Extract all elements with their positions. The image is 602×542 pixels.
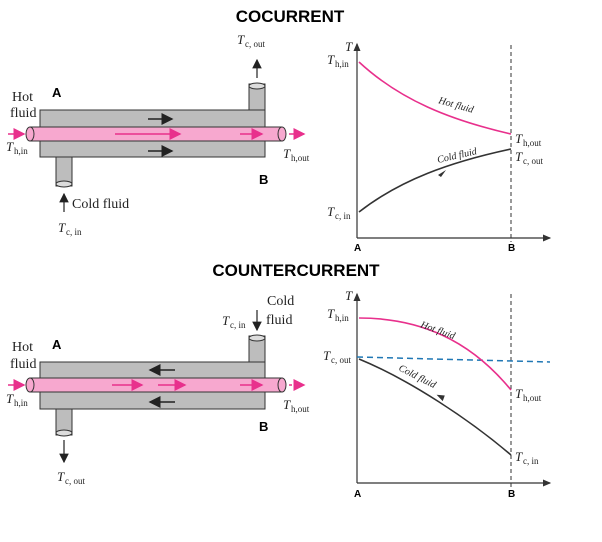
- svg-text:T: T: [58, 220, 66, 235]
- svg-text:T: T: [515, 149, 523, 164]
- svg-text:c, out: c, out: [65, 476, 85, 486]
- cocurrent-fluid-label: fluid: [10, 106, 36, 121]
- svg-text:T: T: [515, 131, 523, 146]
- cocurrent-x-b: B: [508, 243, 515, 254]
- svg-text:c, in: c, in: [230, 320, 246, 330]
- cocurrent-th-in-label: T h,in: [6, 139, 28, 156]
- countercurrent-graph-tc-in: T c, in: [515, 449, 539, 466]
- cocurrent-graph-th-out: T h,out: [515, 131, 542, 148]
- svg-text:h,out: h,out: [523, 393, 542, 403]
- svg-text:T: T: [6, 139, 14, 154]
- countercurrent-point-a: A: [52, 337, 62, 352]
- svg-text:T: T: [327, 306, 335, 321]
- svg-text:c, out: c, out: [245, 39, 265, 49]
- svg-text:c, in: c, in: [335, 211, 351, 221]
- cocurrent-exchanger: [8, 58, 306, 212]
- countercurrent-cold-fluid-label: fluid: [266, 313, 292, 328]
- cocurrent-y-axis-label: T: [345, 39, 353, 54]
- countercurrent-th-out-label: T h,out: [283, 397, 310, 414]
- countercurrent-fluid-label: fluid: [10, 357, 36, 372]
- countercurrent-cold-curve-label: Cold fluid: [397, 363, 439, 392]
- svg-text:h,out: h,out: [291, 404, 310, 414]
- svg-text:h,in: h,in: [335, 313, 349, 323]
- cocurrent-title: COCURRENT: [236, 7, 345, 26]
- countercurrent-point-b: B: [259, 419, 268, 434]
- cocurrent-th-out-label: T h,out: [283, 146, 310, 163]
- cocurrent-graph-tc-in: T c, in: [327, 204, 351, 221]
- svg-text:h,in: h,in: [14, 146, 28, 156]
- countercurrent-title: COUNTERCURRENT: [212, 261, 380, 280]
- svg-text:T: T: [323, 348, 331, 363]
- countercurrent-tc-in-label: T c, in: [222, 313, 246, 330]
- countercurrent-dashed-line: [356, 356, 551, 363]
- countercurrent-hot-curve-label: Hot fluid: [418, 319, 457, 342]
- countercurrent-hot-label: Hot: [12, 340, 33, 355]
- countercurrent-graph-th-in: T h,in: [327, 306, 349, 323]
- cocurrent-tc-in-label: T c, in: [58, 220, 82, 237]
- svg-text:c, in: c, in: [66, 227, 82, 237]
- cocurrent-tc-out-label: T c, out: [237, 32, 265, 49]
- cocurrent-hot-curve: [358, 61, 512, 135]
- countercurrent-th-in-label: T h,in: [6, 391, 28, 408]
- svg-text:c, in: c, in: [523, 456, 539, 466]
- cocurrent-graph-th-in: T h,in: [327, 52, 349, 69]
- svg-text:T: T: [515, 449, 523, 464]
- cocurrent-point-b: B: [259, 172, 268, 187]
- countercurrent-cold-label: Cold: [267, 294, 294, 309]
- cocurrent-graph: [353, 42, 552, 242]
- svg-text:c, out: c, out: [331, 355, 351, 365]
- svg-text:T: T: [515, 386, 523, 401]
- countercurrent-x-a: A: [354, 489, 361, 500]
- countercurrent-graph-th-out: T h,out: [515, 386, 542, 403]
- countercurrent-exchanger: [8, 310, 306, 464]
- svg-text:T: T: [283, 146, 291, 161]
- cocurrent-cold-curve: [358, 148, 512, 213]
- countercurrent-tc-out-label: T c, out: [57, 469, 85, 486]
- countercurrent-y-axis-label: T: [345, 288, 353, 303]
- cocurrent-hot-label: Hot: [12, 90, 33, 105]
- cocurrent-x-a: A: [354, 243, 361, 254]
- countercurrent-x-b: B: [508, 489, 515, 500]
- svg-text:T: T: [57, 469, 65, 484]
- svg-text:T: T: [327, 204, 335, 219]
- svg-text:T: T: [237, 32, 245, 47]
- cocurrent-cold-fluid-label: Cold fluid: [72, 197, 129, 212]
- countercurrent-graph: [353, 292, 552, 487]
- svg-text:T: T: [283, 397, 291, 412]
- svg-text:h,in: h,in: [335, 59, 349, 69]
- svg-text:T: T: [6, 391, 14, 406]
- svg-text:T: T: [327, 52, 335, 67]
- countercurrent-cold-curve: [358, 358, 512, 456]
- svg-text:h,out: h,out: [291, 153, 310, 163]
- countercurrent-hot-curve: [358, 317, 512, 391]
- cocurrent-graph-tc-out: T c, out: [515, 149, 543, 166]
- svg-text:h,out: h,out: [523, 138, 542, 148]
- svg-text:c, out: c, out: [523, 156, 543, 166]
- countercurrent-graph-tc-out: T c, out: [323, 348, 351, 365]
- svg-text:T: T: [222, 313, 230, 328]
- svg-text:h,in: h,in: [14, 398, 28, 408]
- cocurrent-point-a: A: [52, 85, 62, 100]
